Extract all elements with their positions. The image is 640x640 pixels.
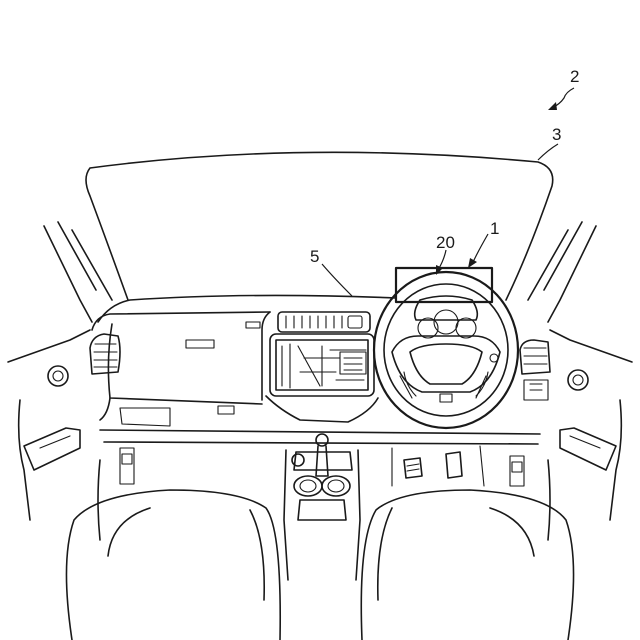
steering-wheel [374,272,518,428]
leader-lines [322,88,574,296]
right-door [510,428,616,540]
ref-label-instrument-panel: 5 [310,247,319,266]
ref-label-windshield: 3 [552,125,561,144]
ref-label-display-area: 20 [436,233,455,252]
right-air-vent [520,340,588,400]
windshield [86,152,553,300]
center-air-vent [278,312,370,332]
left-door [24,428,134,540]
pedals [392,446,484,486]
ref-label-vehicle: 2 [570,67,579,86]
center-console [284,434,360,580]
navigation-display [266,334,378,422]
ref-label-display-unit: 1 [490,219,499,238]
right-seat [361,490,573,640]
reference-numerals: 2 3 1 20 5 [310,67,579,266]
